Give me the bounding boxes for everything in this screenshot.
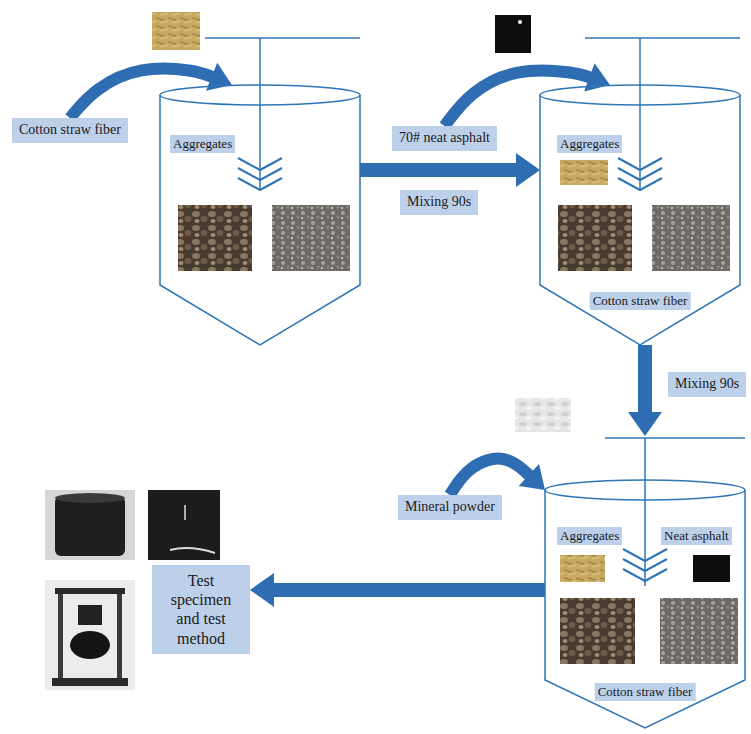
flow-arrow (250, 573, 545, 607)
arrow-head (516, 153, 540, 187)
mixing-tank: Aggregates (160, 85, 360, 345)
stirrer-blade (618, 178, 662, 190)
machine-photo (45, 580, 135, 690)
result-box: Test specimen and test method (152, 565, 250, 654)
stirrer-bar (205, 37, 360, 39)
step-label: Mixing 90s (400, 190, 478, 215)
stirrer-shaft (639, 38, 641, 190)
stirrer-shaft (644, 438, 646, 586)
stirrer-blade (238, 158, 282, 170)
stirrer-blade (618, 158, 662, 170)
material-box: Mineral powder (398, 495, 502, 520)
stirrer-blade (623, 549, 667, 561)
arrow-head (250, 573, 274, 607)
box-label: Mineral powder (405, 499, 495, 516)
box-label: Test specimen and test method (158, 571, 244, 648)
stirrer-blade (623, 569, 667, 581)
flow-arrow (444, 63, 610, 126)
stirrer-blade (238, 178, 282, 190)
flow-arrow (70, 63, 232, 118)
flow-arrow (450, 459, 545, 495)
material-box: Cotton straw fiber (12, 118, 128, 143)
machine-post (117, 594, 122, 680)
content-label: Neat asphalt (661, 527, 732, 545)
fine-aggregate-photo (272, 205, 350, 271)
mixing-tank: Aggregates Neat asphaltCotton straw fiber (545, 436, 745, 728)
specimen-top (55, 493, 125, 503)
slab-paper (170, 548, 215, 553)
slab-mark (184, 505, 186, 520)
content-label: Aggregates (170, 135, 235, 153)
arrow-shaft (444, 71, 590, 126)
machine-crossbar (55, 588, 125, 594)
fine-aggregate-photo (660, 598, 738, 664)
arrow-shaft (450, 459, 530, 495)
arrow-head (628, 412, 662, 436)
flow-arrow (360, 153, 540, 187)
arrow-shaft (360, 163, 517, 177)
machine-mold (70, 631, 110, 659)
tank-outline (160, 85, 360, 345)
arrow-shaft (273, 583, 545, 597)
stirrer-blade (618, 168, 662, 180)
straw-photo (152, 12, 200, 50)
mixing-tank: AggregatesCotton straw fiber (540, 85, 740, 345)
straw-photo (560, 555, 605, 582)
stirrer-bar (585, 37, 740, 39)
asphalt-photo (495, 15, 531, 53)
content-label: Aggregates (557, 527, 622, 545)
box-label: Cotton straw fiber (19, 122, 121, 139)
coarse-aggregate-photo (178, 205, 252, 271)
slab-photo (148, 490, 220, 560)
powder-photo (515, 398, 571, 432)
straw-photo (560, 160, 608, 185)
flow-arrow (628, 345, 662, 436)
arrow-head (584, 63, 610, 91)
stirrer-bar (605, 437, 745, 439)
material-box: 70# neat asphalt (392, 126, 497, 151)
machine-base (52, 678, 128, 686)
content-label: Aggregates (557, 135, 622, 153)
machine-head (78, 605, 102, 625)
fine-aggregate-photo (652, 205, 730, 271)
marshall-specimen (55, 496, 125, 556)
box-label: 70# neat asphalt (399, 130, 490, 147)
stirrer-blade (238, 168, 282, 180)
stirrer-shaft (259, 38, 261, 190)
specimen-photo (45, 490, 135, 560)
arrow-head (519, 464, 545, 490)
coarse-aggregate-photo (558, 205, 632, 271)
content-label: Cotton straw fiber (590, 292, 691, 310)
step-label: Mixing 90s (668, 372, 746, 397)
content-label: Cotton straw fiber (595, 683, 696, 701)
machine-post (58, 594, 63, 680)
arrow-shaft (638, 345, 652, 413)
stirrer-blade (623, 559, 667, 571)
arrow-shaft (70, 69, 213, 118)
asphalt-highlight (518, 20, 522, 24)
coarse-aggregate-photo (560, 598, 635, 664)
asphalt-photo (693, 555, 730, 582)
